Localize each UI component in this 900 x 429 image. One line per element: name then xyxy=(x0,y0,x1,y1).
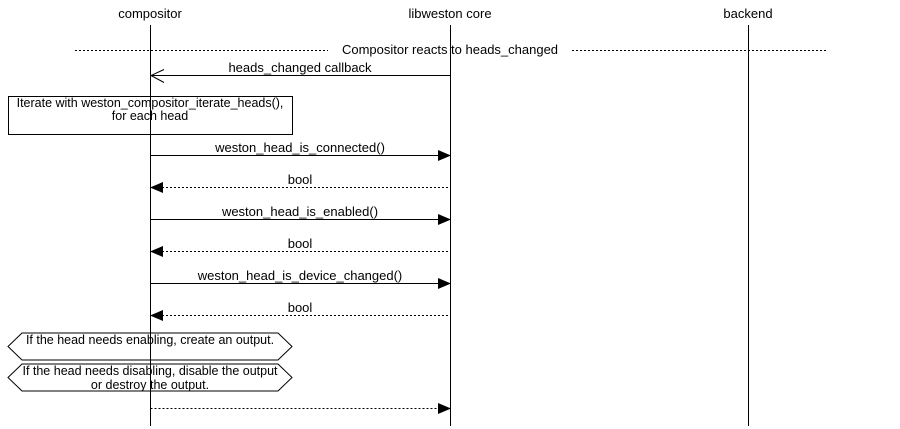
message-label-heads-changed-callback: heads_changed callback xyxy=(228,60,372,75)
arrowhead-filled-icon xyxy=(150,246,163,257)
arrowhead-filled-icon xyxy=(150,310,163,321)
message-heads-changed-callback xyxy=(149,69,451,83)
arrowhead-filled-icon xyxy=(438,214,451,225)
message-label-return-bool-3: bool xyxy=(287,300,313,315)
condition-box-disabling xyxy=(7,363,293,392)
message-return-bool-1 xyxy=(150,182,451,193)
message-weston-head-is-connected xyxy=(150,150,451,161)
arrowhead-filled-icon xyxy=(438,403,451,414)
condition-text-enabling: If the head needs enabling, create an ou… xyxy=(25,333,275,347)
participant-label-compositor: compositor xyxy=(118,6,182,21)
message-label-weston-head-is-device-changed: weston_head_is_device_changed() xyxy=(197,268,403,283)
message-return-bool-3 xyxy=(150,310,451,321)
arrowhead-filled-icon xyxy=(438,278,451,289)
condition-text-disabling: If the head needs disabling, disable the… xyxy=(22,364,278,392)
participant-label-libweston-core: libweston core xyxy=(408,6,492,21)
participant-label-backend: backend xyxy=(723,6,773,21)
message-label-weston-head-is-connected: weston_head_is_connected() xyxy=(215,140,385,155)
divider-label: Compositor reacts to heads_changed xyxy=(341,42,559,57)
note-box xyxy=(8,96,293,135)
arrowhead-filled-icon xyxy=(438,150,451,161)
message-return-bool-2 xyxy=(150,246,451,257)
message-label-weston-head-is-enabled: weston_head_is_enabled() xyxy=(221,204,379,219)
message-final-return xyxy=(150,403,451,414)
message-weston-head-is-enabled xyxy=(150,214,451,225)
arrowhead-filled-icon xyxy=(150,182,163,193)
message-label-return-bool-1: bool xyxy=(287,172,313,187)
arrowhead-open-icon xyxy=(149,69,165,83)
condition-box-enabling xyxy=(7,332,293,361)
note-text: Iterate with weston_compositor_iterate_h… xyxy=(16,96,284,123)
message-label-return-bool-2: bool xyxy=(287,236,313,251)
message-weston-head-is-device-changed xyxy=(150,278,451,289)
